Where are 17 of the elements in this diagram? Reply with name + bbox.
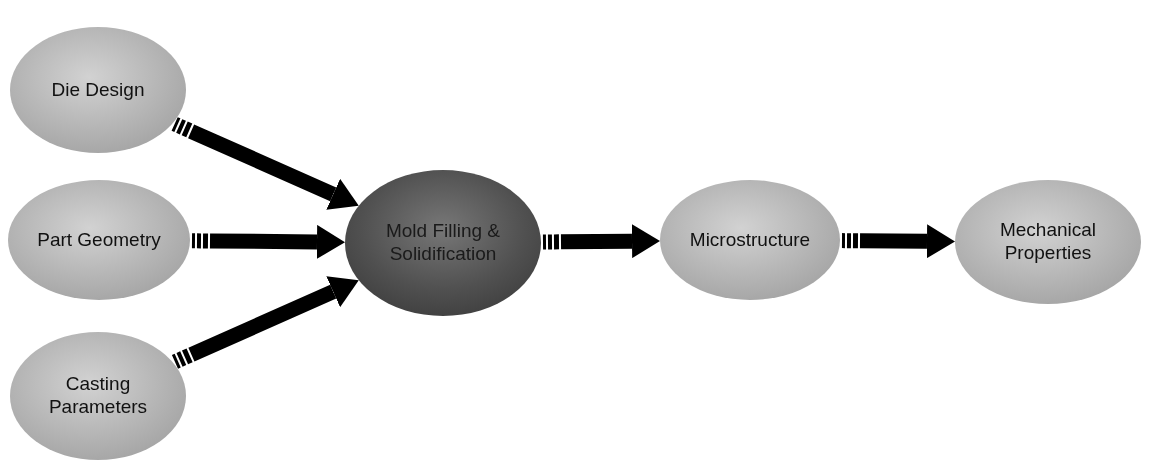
arrow	[542, 224, 660, 259]
node-label: Part Geometry	[37, 228, 161, 252]
process-ellipse	[345, 170, 541, 316]
process-ellipse	[10, 27, 186, 153]
node-label: Die Design	[51, 78, 145, 102]
node-label: Casting Parameters	[47, 373, 149, 419]
process-ellipse	[955, 180, 1141, 304]
arrow	[171, 117, 359, 210]
arrow	[171, 276, 359, 369]
process-ellipse	[660, 180, 840, 300]
process-ellipse	[10, 332, 186, 460]
arrow	[841, 224, 955, 259]
node-label: Mold Filling & Solidification	[384, 220, 501, 266]
process-ellipse	[8, 180, 190, 300]
arrow	[191, 224, 345, 259]
node-label: Mechanical Properties	[998, 219, 1098, 265]
node-label: Microstructure	[689, 228, 811, 252]
